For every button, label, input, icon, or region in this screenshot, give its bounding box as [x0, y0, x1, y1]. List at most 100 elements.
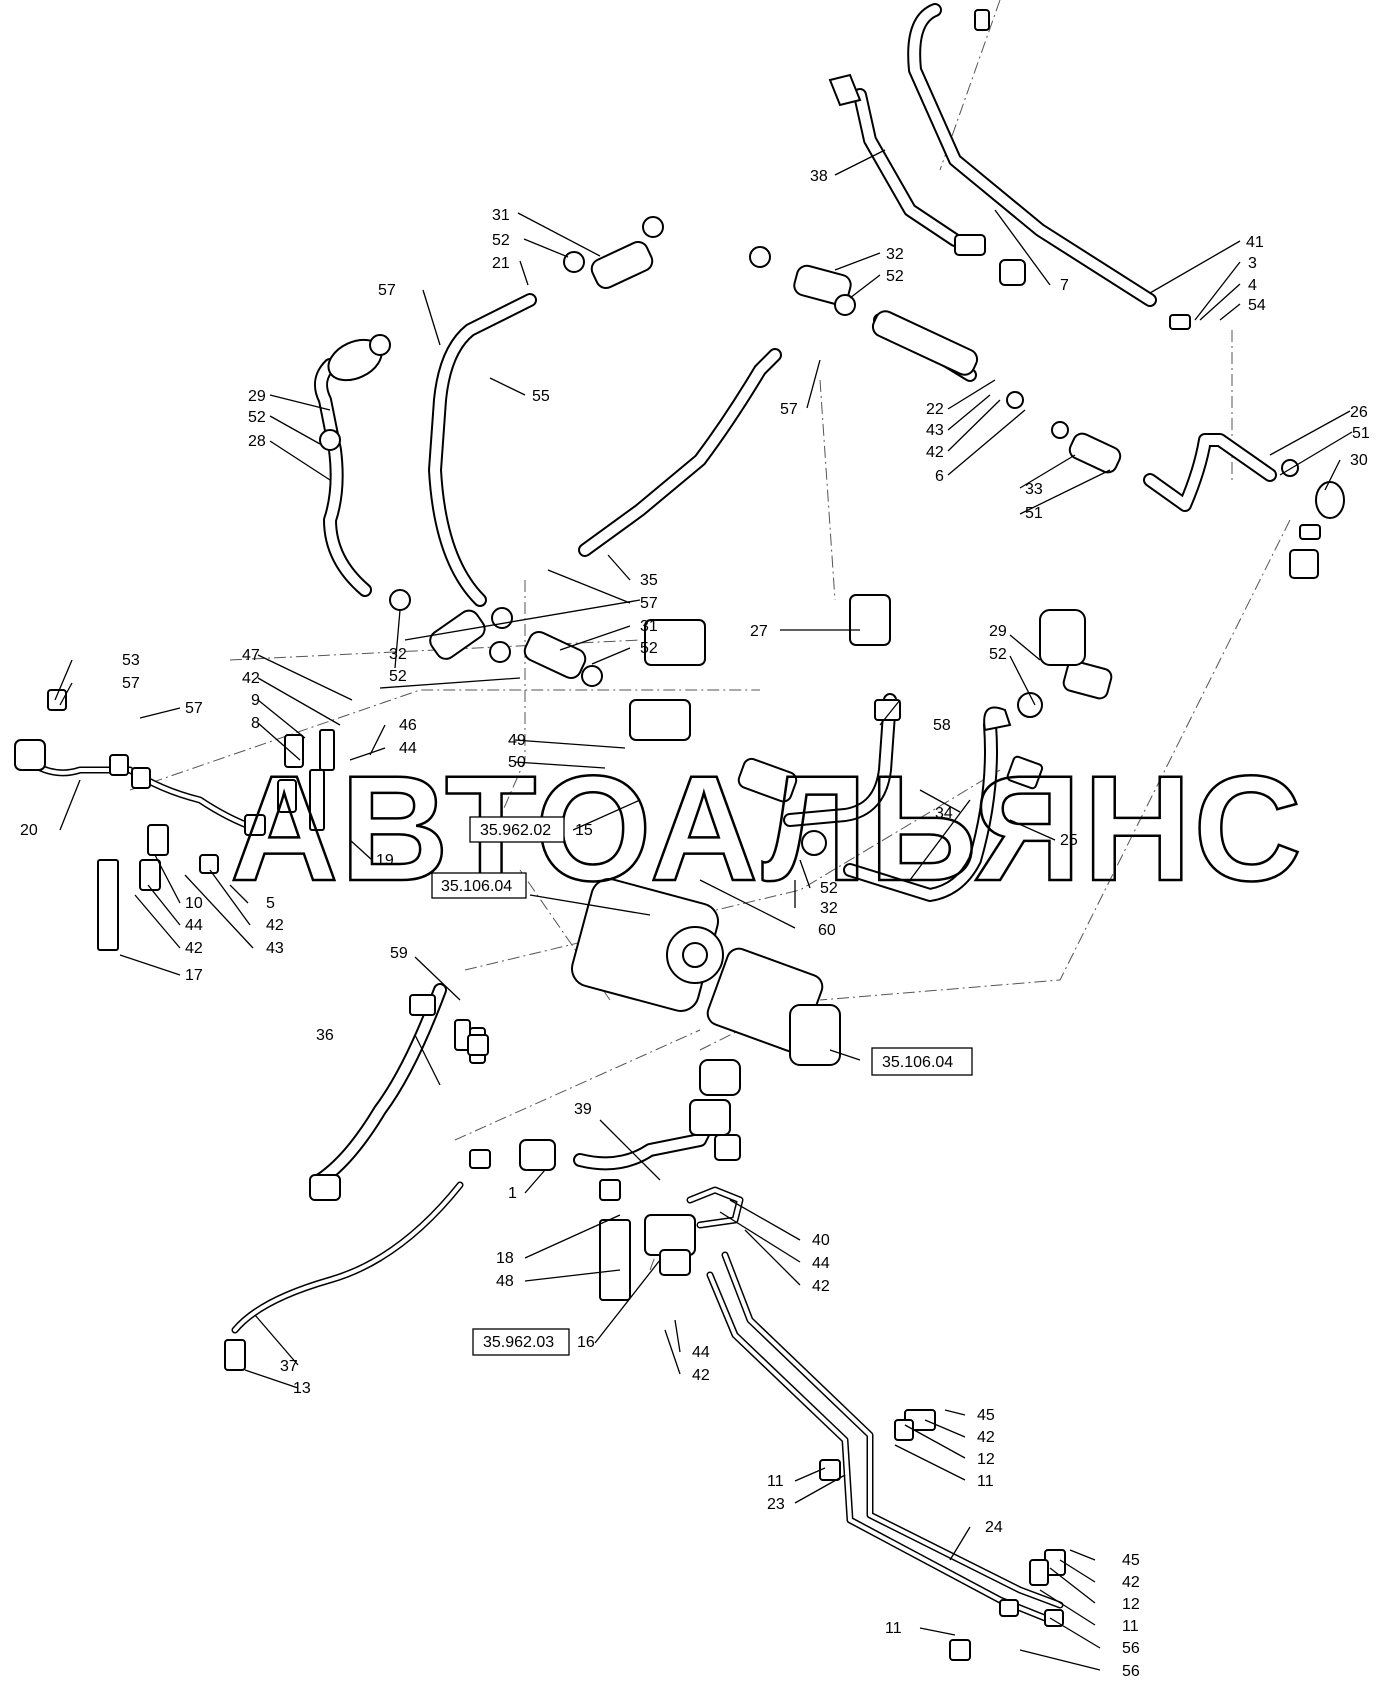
callout-43: 43: [266, 940, 284, 957]
callout-21: 21: [492, 255, 510, 272]
callout-42: 42: [977, 1429, 995, 1446]
callout-8: 8: [251, 715, 260, 732]
callout-56: 56: [1122, 1640, 1140, 1657]
ref-box-35-106-04-left[interactable]: 35.106.04: [431, 872, 527, 899]
brackets-left: [14, 689, 335, 951]
callout-45: 45: [1122, 1552, 1140, 1569]
callout-49: 49: [508, 732, 526, 749]
callout-35: 35: [640, 572, 658, 589]
callout-12: 12: [977, 1451, 995, 1468]
callout-44: 44: [185, 917, 203, 934]
fittings: [319, 9, 1345, 856]
ref-box-35-962-02[interactable]: 35.962.02: [469, 816, 565, 843]
callout-30: 30: [1350, 452, 1368, 469]
callout-12: 12: [1122, 1596, 1140, 1613]
callout-16: 16: [577, 1334, 595, 1351]
callout-23: 23: [767, 1496, 785, 1513]
lower-clamps: [819, 1409, 1066, 1661]
callout-1: 1: [508, 1185, 517, 1202]
callout-57: 57: [378, 282, 396, 299]
callout-32: 32: [389, 646, 407, 663]
callout-52: 52: [640, 640, 658, 657]
callout-39: 39: [574, 1101, 592, 1118]
callout-11: 11: [1122, 1618, 1139, 1635]
callout-41: 41: [1246, 234, 1264, 251]
callout-44: 44: [692, 1344, 710, 1361]
callout-34: 34: [935, 805, 953, 822]
callout-57: 57: [122, 675, 140, 692]
svg-text:35.962.03: 35.962.03: [483, 1334, 554, 1351]
callout-18: 18: [496, 1250, 514, 1267]
callout-28: 28: [248, 433, 266, 450]
callout-11: 11: [885, 1620, 902, 1637]
callout-29: 29: [989, 623, 1007, 640]
svg-text:35.106.04: 35.106.04: [441, 878, 512, 895]
callout-57: 57: [185, 700, 203, 717]
callout-15: 15: [575, 822, 593, 839]
callout-10: 10: [185, 895, 203, 912]
callout-31: 31: [640, 618, 658, 635]
ref-box-35-962-03[interactable]: 35.962.03: [472, 1328, 570, 1356]
callout-labels: 31 52 21 57 55 29 52 28 38 7 41 3 4 54 3…: [20, 168, 1370, 1680]
callout-51: 51: [1025, 505, 1043, 522]
callout-52: 52: [492, 232, 510, 249]
callout-20: 20: [20, 822, 38, 839]
callout-54: 54: [1248, 297, 1266, 314]
callout-33: 33: [1025, 481, 1043, 498]
callout-9: 9: [251, 692, 260, 709]
callout-37: 37: [280, 1358, 298, 1375]
callout-46: 46: [399, 717, 417, 734]
callout-50: 50: [508, 754, 526, 771]
callout-40: 40: [812, 1232, 830, 1249]
callout-6: 6: [935, 468, 944, 485]
callout-53: 53: [122, 652, 140, 669]
callout-25: 25: [1060, 832, 1078, 849]
callout-56: 56: [1122, 1663, 1140, 1680]
callout-52: 52: [886, 268, 904, 285]
callout-36: 36: [316, 1027, 334, 1044]
callout-55: 55: [532, 388, 550, 405]
callout-42: 42: [242, 670, 260, 687]
callout-52: 52: [989, 646, 1007, 663]
callout-24: 24: [985, 1519, 1003, 1536]
watermark-logo: АВТОАЛЬЯНС: [230, 744, 1304, 912]
callout-19: 19: [376, 852, 394, 869]
callout-5: 5: [266, 895, 275, 912]
callout-42: 42: [926, 444, 944, 461]
callout-17: 17: [185, 967, 203, 984]
callout-43: 43: [926, 422, 944, 439]
callout-52: 52: [248, 409, 266, 426]
callout-32: 32: [820, 900, 838, 917]
callout-52: 52: [820, 880, 838, 897]
callout-42: 42: [812, 1278, 830, 1295]
callout-44: 44: [399, 740, 417, 757]
callout-42: 42: [185, 940, 203, 957]
callout-7: 7: [1060, 277, 1069, 294]
callout-57: 57: [780, 401, 798, 418]
callout-38: 38: [810, 168, 828, 185]
callout-58: 58: [933, 717, 951, 734]
callout-29: 29: [248, 388, 266, 405]
callout-57: 57: [640, 595, 658, 612]
callout-42: 42: [266, 917, 284, 934]
svg-text:35.106.04: 35.106.04: [882, 1054, 953, 1071]
callout-26: 26: [1350, 404, 1368, 421]
pump-assembly: [224, 878, 841, 1371]
callout-59: 59: [390, 945, 408, 962]
callout-13: 13: [293, 1380, 311, 1397]
ref-box-35-106-04-right[interactable]: 35.106.04: [871, 1047, 973, 1076]
callout-60: 60: [818, 922, 836, 939]
callout-4: 4: [1248, 277, 1257, 294]
callout-47: 47: [242, 647, 260, 664]
callout-3: 3: [1248, 255, 1257, 272]
callout-11: 11: [767, 1473, 784, 1490]
callout-48: 48: [496, 1273, 514, 1290]
callout-52: 52: [389, 668, 407, 685]
callout-42: 42: [692, 1367, 710, 1384]
callout-22: 22: [926, 401, 944, 418]
callout-44: 44: [812, 1255, 830, 1272]
callout-51: 51: [1352, 425, 1370, 442]
callout-27: 27: [750, 623, 768, 640]
svg-text:35.962.02: 35.962.02: [480, 822, 551, 839]
